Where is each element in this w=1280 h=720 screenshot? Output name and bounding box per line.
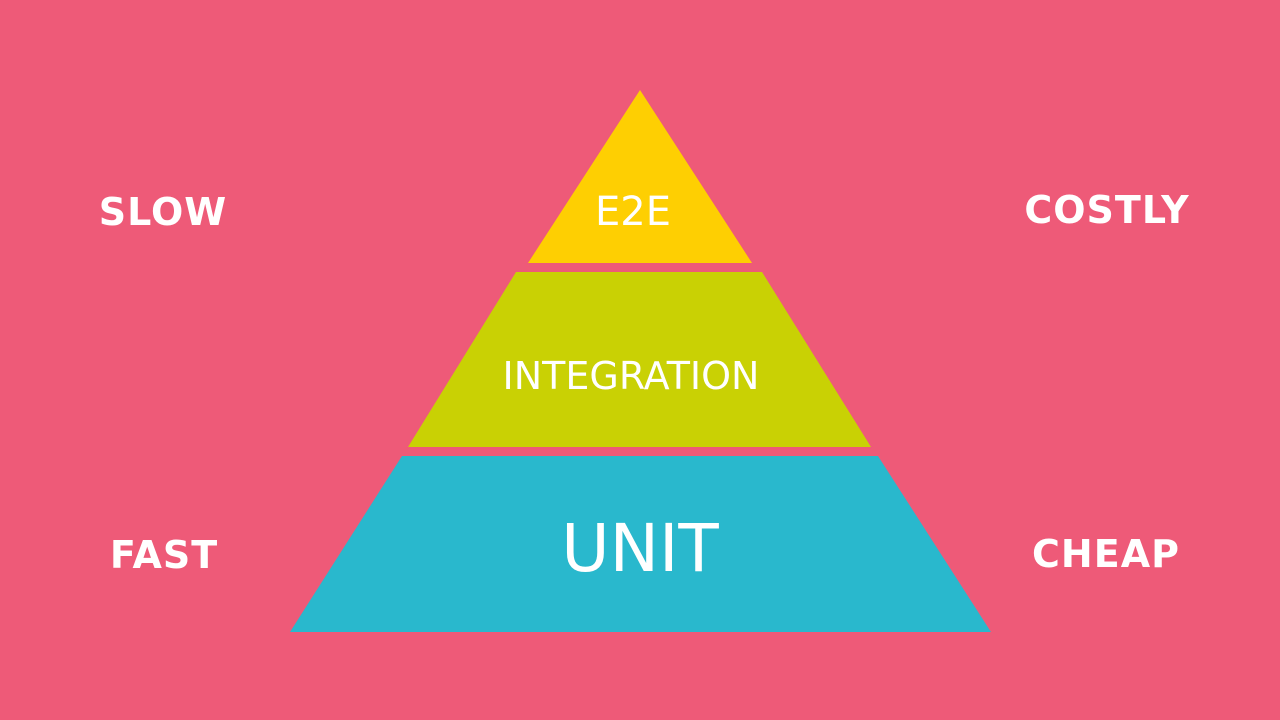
tier-label-integration: INTEGRATION [503, 354, 760, 398]
tier-label-e2e: E2E [595, 189, 671, 235]
pyramid-tier-integration [408, 272, 871, 447]
label-costly: COSTLY [1024, 188, 1190, 232]
pyramid-tier-e2e [528, 90, 752, 263]
label-slow: SLOW [98, 190, 228, 234]
label-fast: FAST [109, 533, 219, 577]
pyramid-tier-unit [290, 456, 991, 632]
tier-label-unit: UNIT [561, 510, 719, 587]
label-cheap: CHEAP [1032, 532, 1180, 576]
